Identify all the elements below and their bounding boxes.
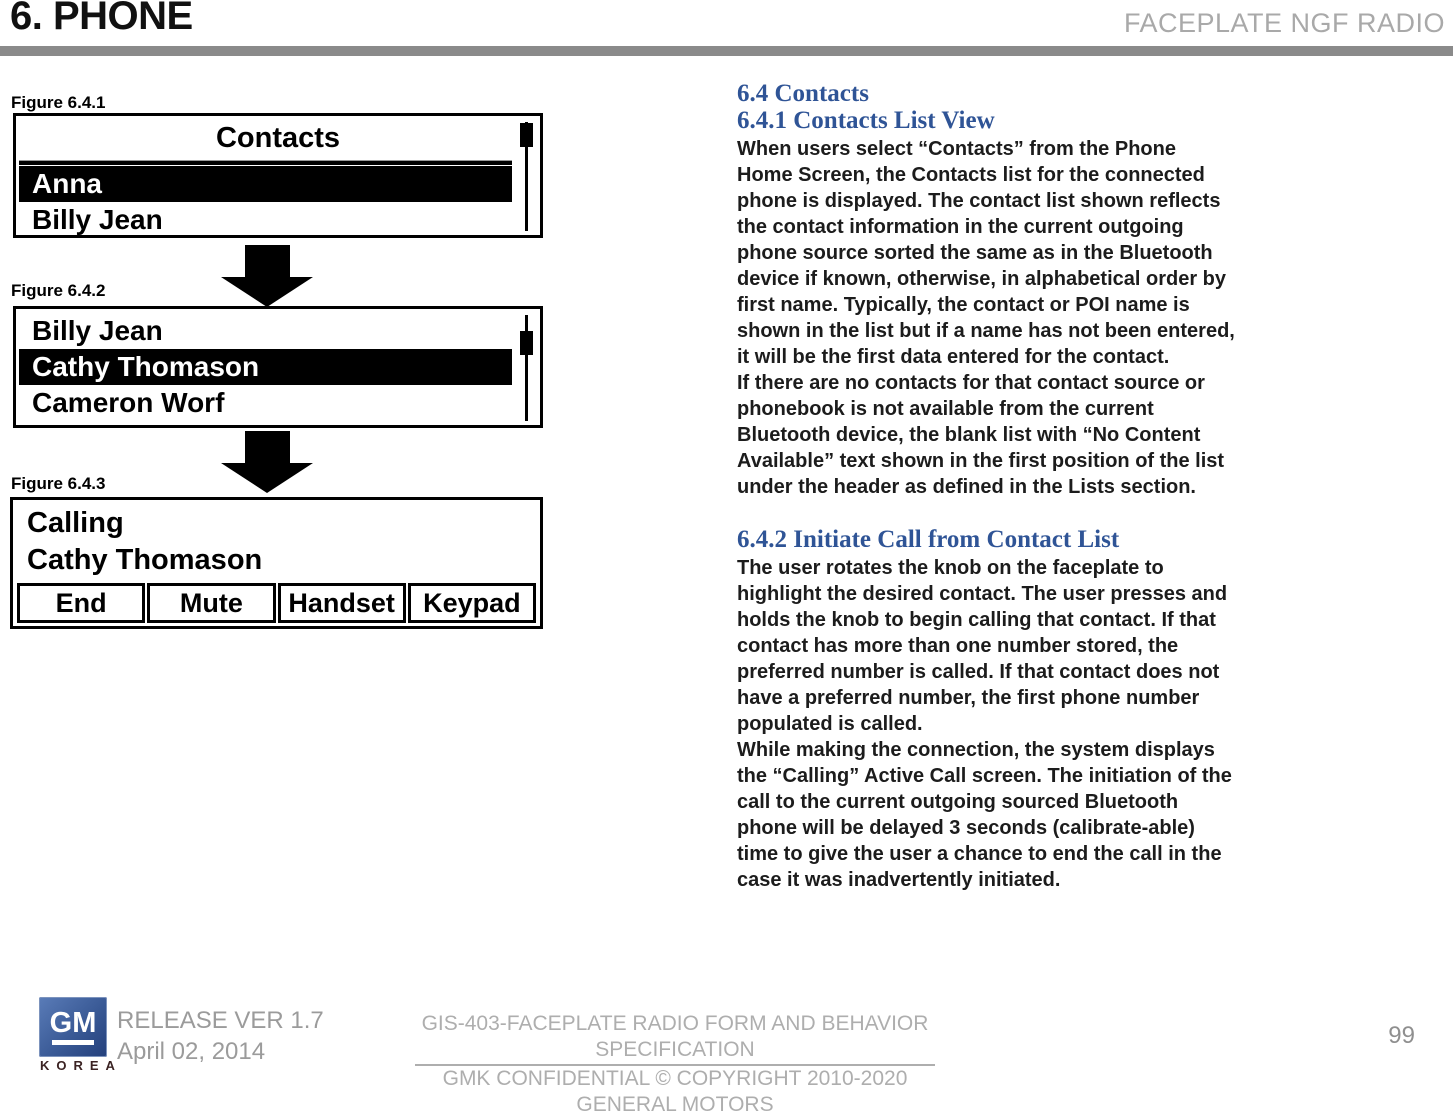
section-paragraph: While making the connection, the system … [737,739,1232,891]
body-text-column: 6.4 Contacts 6.4.1 Contacts List View Wh… [737,80,1237,893]
page-number: 99 [1388,1022,1415,1049]
scrollbar-track [525,122,528,231]
contact-row: Cameron Worf [32,387,225,418]
contact-row-highlighted: Cathy Thomason [19,349,512,385]
section-heading-64: 6.4 Contacts [737,80,869,107]
scrollbar-track [525,315,528,421]
arrow-shaft [244,431,290,463]
section-heading-642: 6.4.2 Initiate Call from Contact List [737,526,1120,553]
handset-button: Handset [277,583,406,623]
screen-title: Contacts [215,122,341,154]
down-arrow-icon [221,431,313,493]
page-title: 6. PHONE [10,0,193,38]
release-date: April 02, 2014 [117,1038,266,1065]
arrow-shaft [244,245,290,277]
figure-label-642: Figure 6.4.2 [11,281,106,300]
contact-name-line: Cathy Thomason [27,544,263,576]
release-info: RELEASE VER 1.7 April 02, 2014 [117,1005,324,1067]
arrow-head [221,463,313,493]
gm-logo-underline [52,1040,94,1045]
footer-center: GIS-403-FACEPLATE RADIO FORM AND BEHAVIO… [415,1011,935,1118]
section-paragraph: When users select “Contacts” from the Ph… [737,138,1235,368]
gm-korea-logo: GM KOREA [36,997,122,1073]
section-paragraph: The user rotates the knob on the facepla… [737,557,1228,735]
gm-logo-country: KOREA [40,1058,122,1073]
section-body-641: When users select “Contacts” from the Ph… [737,136,1237,500]
scrollbar-thumb [520,331,533,355]
calling-status-line: Calling [27,507,124,539]
gm-logo-square: GM [39,997,107,1057]
footer-confidential: GMK CONFIDENTIAL © COPYRIGHT 2010-2020 G… [442,1067,908,1116]
contact-row: Billy Jean [32,315,163,346]
scrollbar-thumb [520,123,533,147]
section-body-642: The user rotates the knob on the facepla… [737,555,1237,893]
end-button: End [17,583,146,623]
release-version: RELEASE VER 1.7 [117,1007,324,1034]
section-heading-641: 6.4.1 Contacts List View [737,107,995,134]
footer-doc-title: GIS-403-FACEPLATE RADIO FORM AND BEHAVIO… [415,1011,935,1066]
contact-row: Billy Jean [32,204,163,235]
gm-logo-text: GM [49,1007,97,1039]
keypad-button: Keypad [407,583,536,623]
header-subtitle: FACEPLATE NGF RADIO [1123,8,1445,38]
mute-button: Mute [147,583,276,623]
section-gap [737,500,1237,526]
call-status-block: Calling Cathy Thomason [13,500,540,579]
figure-label-643: Figure 6.4.3 [11,474,106,493]
down-arrow-icon [221,245,313,307]
figure-label-641: Figure 6.4.1 [11,93,106,112]
section-paragraph: If there are no contacts for that contac… [737,372,1225,498]
header-rule [0,46,1453,56]
arrow-head [221,277,313,307]
title-separator [19,160,512,165]
contact-row-highlighted: Anna [19,166,512,202]
